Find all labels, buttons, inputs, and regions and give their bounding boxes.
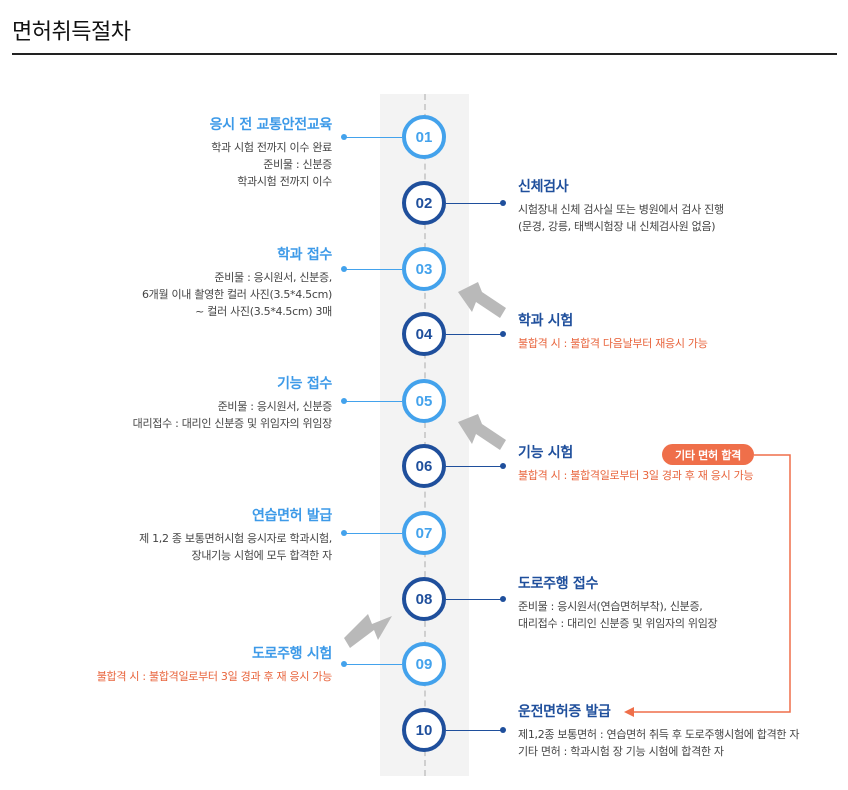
step-10-line: 기타 면허 : 학과시험 장 기능 시험에 합격한 자 [518,745,724,758]
step-06-text: 기능 시험 불합격 시 : 불합격일로부터 3일 경과 후 재 응시 가능 [518,443,754,484]
retry-arrow-icon [344,614,392,648]
step-10-number: 10 [402,708,446,752]
step-04-dot [500,331,506,337]
step-01-connector [346,137,402,138]
step-06-connector [446,466,502,467]
step-01-line: 학과 시험 전까지 이수 완료 [211,141,332,154]
page-title: 면허취득절차 [12,20,131,45]
step-02-dot [500,200,506,206]
step-07-line: 제 1,2 종 보통면허시험 응시자로 학과시험, [139,532,332,545]
step-01-number: 01 [402,115,446,159]
step-07-line: 장내기능 시험에 모두 합격한 자 [191,549,333,562]
step-08-line: 준비물 : 응시원서(연습면허부착), 신분증, [518,600,703,613]
step-05-text: 기능 접수 준비물 : 응시원서, 신분증 대리접수 : 대리인 신분증 및 위… [132,374,333,432]
retry-arrow-icon [458,414,506,450]
step-07-connector [346,533,402,534]
step-06-line: 불합격 시 : 불합격일로부터 3일 경과 후 재 응시 가능 [518,469,754,482]
step-03-line: 6개월 이내 촬영한 컬러 사진(3.5*4.5cm) [141,288,332,301]
step-09-connector [346,664,402,665]
step-04-line: 불합격 시 : 불합격 다음날부터 재응시 가능 [518,337,708,350]
step-06-number: 06 [402,444,446,488]
step-07-text: 연습면허 발급 제 1,2 종 보통면허시험 응시자로 학과시험, 장내기능 시… [139,506,332,564]
step-02-number: 02 [402,181,446,225]
step-10-dot [500,727,506,733]
step-04-text: 학과 시험 불합격 시 : 불합격 다음날부터 재응시 가능 [518,311,708,352]
step-01-line: 준비물 : 신분증 [263,158,332,171]
step-08-title: 도로주행 접수 [518,576,599,592]
step-05-dot [341,398,347,404]
step-07-title: 연습면허 발급 [251,508,332,524]
step-01-text: 응시 전 교통안전교육 학과 시험 전까지 이수 완료 준비물 : 신분증 학과… [209,115,333,190]
step-03-line: ~ 컬러 사진(3.5*4.5cm) 3매 [195,305,332,318]
step-03-title: 학과 접수 [277,247,332,263]
step-04-number: 04 [402,312,446,356]
step-07-dot [341,530,347,536]
retry-arrow-icon [458,282,506,318]
step-01-line: 학과시험 전까지 이수 [237,175,332,188]
step-05-title: 기능 접수 [277,376,332,392]
timeline-dashed-line [424,94,426,776]
step-07-number: 07 [402,511,446,555]
step-06-title: 기능 시험 [518,445,573,461]
step-10-text: 운전면허증 발급 제1,2종 보통면허 : 연습면허 취득 후 도로주행시험에 … [518,702,800,760]
step-02-title: 신체검사 [518,179,569,195]
step-10-title: 운전면허증 발급 [518,704,611,720]
step-09-title: 도로주행 시험 [251,646,332,662]
step-10-line: 제1,2종 보통면허 : 연습면허 취득 후 도로주행시험에 합격한 자 [518,728,800,741]
step-03-dot [341,266,347,272]
step-09-number: 09 [402,642,446,686]
step-03-connector [346,269,402,270]
title-divider [12,53,837,55]
step-03-line: 준비물 : 응시원서, 신분증, [214,271,332,284]
step-08-dot [500,596,506,602]
step-08-connector [446,599,502,600]
step-01-dot [341,134,347,140]
step-08-text: 도로주행 접수 준비물 : 응시원서(연습면허부착), 신분증, 대리접수 : … [518,574,718,632]
step-06-dot [500,463,506,469]
step-02-connector [446,203,502,204]
step-05-line: 대리접수 : 대리인 신분증 및 위임자의 위임장 [132,417,333,430]
step-01-title: 응시 전 교통안전교육 [209,117,333,133]
step-05-number: 05 [402,379,446,423]
other-license-pass-badge: 기타 면허 합격 [662,444,754,465]
step-05-line: 준비물 : 응시원서, 신분증 [217,400,333,413]
step-09-text: 도로주행 시험 불합격 시 : 불합격일로부터 3일 경과 후 재 응시 가능 [96,644,333,685]
step-09-dot [341,661,347,667]
step-03-number: 03 [402,247,446,291]
step-03-text: 학과 접수 준비물 : 응시원서, 신분증, 6개월 이내 촬영한 컬러 사진(… [142,245,332,320]
step-02-line: (문경, 강릉, 태백시험장 내 신체검사원 없음) [518,220,716,233]
step-02-line: 시험장내 신체 검사실 또는 병원에서 검사 진행 [518,203,724,216]
step-09-line: 불합격 시 : 불합격일로부터 3일 경과 후 재 응시 가능 [96,670,333,683]
step-08-number: 08 [402,577,446,621]
step-05-connector [346,401,402,402]
step-02-text: 신체검사 시험장내 신체 검사실 또는 병원에서 검사 진행 (문경, 강릉, … [518,177,724,235]
step-04-connector [446,334,502,335]
arrow-left-icon [624,707,634,717]
step-08-line: 대리접수 : 대리인 신분증 및 위임자의 위임장 [518,617,718,630]
step-10-connector [446,730,502,731]
step-04-title: 학과 시험 [518,313,573,329]
